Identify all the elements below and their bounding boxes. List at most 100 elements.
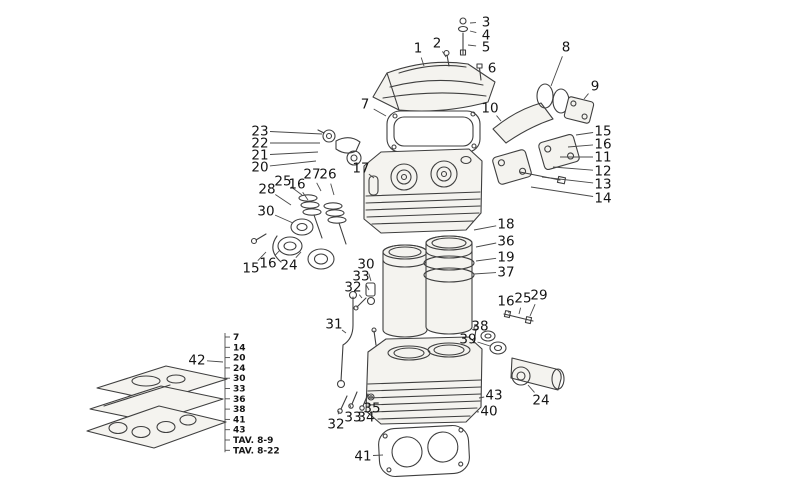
part-number-30: 30 — [357, 257, 374, 273]
part-number-38: 38 — [471, 319, 488, 335]
part-number-23: 23 — [251, 124, 268, 140]
exhaust-flanges-shape — [492, 133, 580, 185]
leader-line-16 — [302, 191, 309, 201]
legend-item-7: 7 — [233, 333, 239, 343]
leader-line-33 — [365, 284, 370, 291]
legend-item-20: 20 — [233, 354, 246, 364]
part-number-32: 32 — [327, 417, 344, 433]
intake-manifold-shape — [492, 83, 595, 144]
leader-line-19 — [475, 257, 497, 262]
part-number-16: 16 — [259, 256, 276, 272]
leader-line-23 — [269, 131, 323, 135]
legend-item-30: 30 — [233, 374, 246, 384]
part-number-8: 8 — [562, 40, 571, 56]
part-number-16: 16 — [497, 294, 514, 310]
leader-line-29 — [529, 304, 536, 317]
leader-line-15 — [575, 132, 594, 136]
part-number-39: 39 — [459, 332, 476, 348]
rocker-cover-shape — [372, 61, 496, 112]
part-number-29: 29 — [530, 288, 547, 304]
part-number-35: 35 — [363, 401, 380, 417]
part-number-21: 21 — [251, 148, 268, 164]
part-number-33: 33 — [352, 269, 369, 285]
engine-exploded-drawing — [86, 17, 595, 478]
part-number-25: 25 — [514, 291, 531, 307]
leader-line-9 — [583, 93, 589, 100]
leader-line-32 — [337, 410, 340, 415]
part-number-43: 43 — [485, 388, 502, 404]
leader-line-5 — [467, 44, 477, 47]
rocker-arm-parts-shape — [317, 129, 362, 166]
part-number-41: 41 — [354, 449, 371, 465]
part-number-17: 17 — [352, 161, 369, 177]
gasket-kit-shape — [86, 365, 228, 449]
valve-cover-gasket-shape — [386, 110, 481, 153]
leader-line-26 — [330, 183, 335, 196]
part-number-25: 25 — [274, 174, 291, 190]
part-number-20: 20 — [251, 160, 268, 176]
part-number-15: 15 — [242, 261, 259, 277]
part-number-11: 11 — [594, 150, 611, 166]
leader-line-30 — [368, 273, 372, 282]
part-number-16: 16 — [594, 137, 611, 153]
leader-line-7 — [373, 108, 387, 117]
pushrod-tube-shape — [368, 175, 379, 196]
part-number-6: 6 — [488, 61, 497, 77]
leader-line-25 — [518, 307, 522, 315]
leader-line-10 — [496, 115, 502, 122]
leader-line-17 — [368, 173, 375, 179]
legend-item-24: 24 — [233, 364, 246, 374]
leader-line-25 — [290, 186, 303, 196]
base-gasket-shape — [378, 424, 470, 478]
leader-line-27 — [316, 182, 322, 192]
leader-line-33 — [349, 404, 352, 408]
leader-line-12 — [552, 166, 594, 171]
part-number-27: 27 — [303, 167, 320, 183]
part-number-5: 5 — [482, 40, 491, 56]
bottom-bolts-shape — [337, 391, 375, 414]
legend-item-41: 41 — [233, 415, 246, 425]
leader-line-16 — [567, 144, 594, 148]
legend-item-33: 33 — [233, 385, 246, 395]
valve-spring-assemblies-shape — [298, 194, 347, 245]
part-number-42: 42 — [188, 353, 205, 369]
leader-line-24 — [527, 384, 535, 393]
leader-line-4 — [469, 30, 477, 34]
leader-line-13 — [541, 176, 594, 184]
part-number-37: 37 — [497, 265, 514, 281]
part-number-34: 34 — [357, 410, 374, 426]
part-number-32: 32 — [344, 280, 361, 296]
part-number-16: 16 — [288, 177, 305, 193]
leader-line-16 — [274, 249, 281, 257]
oil-pipe-shape — [336, 290, 358, 389]
part-number-4: 4 — [482, 28, 491, 44]
part-number-15: 15 — [594, 124, 611, 140]
cover-fasteners-shape — [443, 17, 483, 81]
leader-line-43 — [478, 396, 485, 399]
part-number-2: 2 — [433, 36, 442, 52]
part-number-18: 18 — [497, 217, 514, 233]
leader-line-36 — [475, 242, 497, 248]
part-number-7: 7 — [361, 97, 370, 113]
part-number-40: 40 — [480, 404, 497, 420]
part-number-30: 30 — [257, 204, 274, 220]
leader-line-42 — [206, 360, 224, 363]
leader-line-21 — [269, 151, 319, 155]
legend-item-43: 43 — [233, 426, 246, 436]
part-number-26: 26 — [319, 167, 336, 183]
cylinder-head-shape — [363, 148, 483, 234]
center-clip-parts-shape — [353, 282, 376, 311]
part-number-22: 22 — [251, 136, 268, 152]
leader-line-1 — [420, 57, 425, 67]
leader-line-2 — [442, 51, 447, 58]
legend-item-TAV-8-22: TAV. 8-22 — [233, 446, 280, 456]
part-number-14: 14 — [594, 191, 611, 207]
part-number-13: 13 — [594, 177, 611, 193]
leader-line-18 — [473, 225, 497, 231]
part-number-19: 19 — [497, 250, 514, 266]
exhaust-union-rings-shape — [250, 218, 335, 270]
